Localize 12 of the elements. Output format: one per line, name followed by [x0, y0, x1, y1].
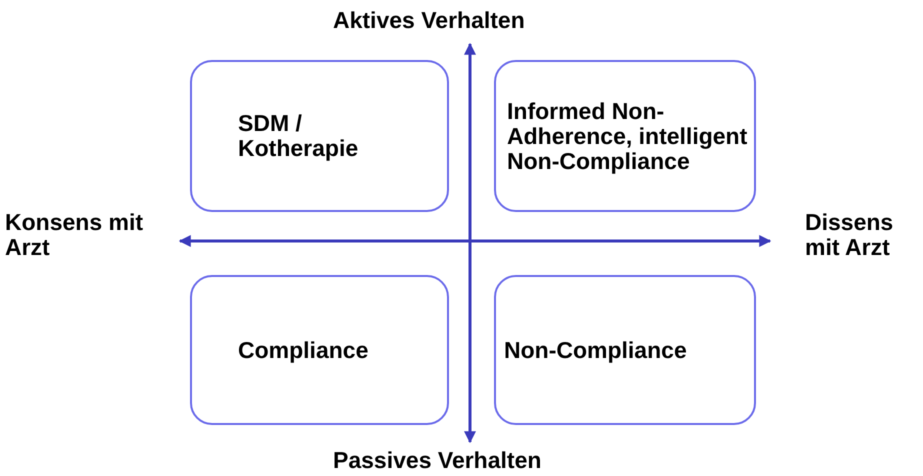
- quadrant-label: SDM / Kotherapie: [238, 111, 360, 161]
- quadrant-box: [190, 60, 449, 212]
- axis-label: Aktives Verhalten: [333, 8, 525, 33]
- quadrant-label: Compliance: [238, 338, 368, 362]
- axis-label: Dissens mit Arzt: [805, 210, 894, 260]
- quadrant-label: Non-Compliance: [504, 338, 687, 362]
- quadrant-box: [494, 60, 756, 212]
- quadrant-box: [494, 275, 756, 425]
- quadrant-box: [190, 275, 449, 425]
- axis-label: Konsens mit Arzt: [5, 210, 144, 260]
- axis-label: Passives Verhalten: [333, 448, 542, 473]
- quadrant-label: Informed Non-Adherence, intelligent Non-Compliance: [507, 98, 748, 174]
